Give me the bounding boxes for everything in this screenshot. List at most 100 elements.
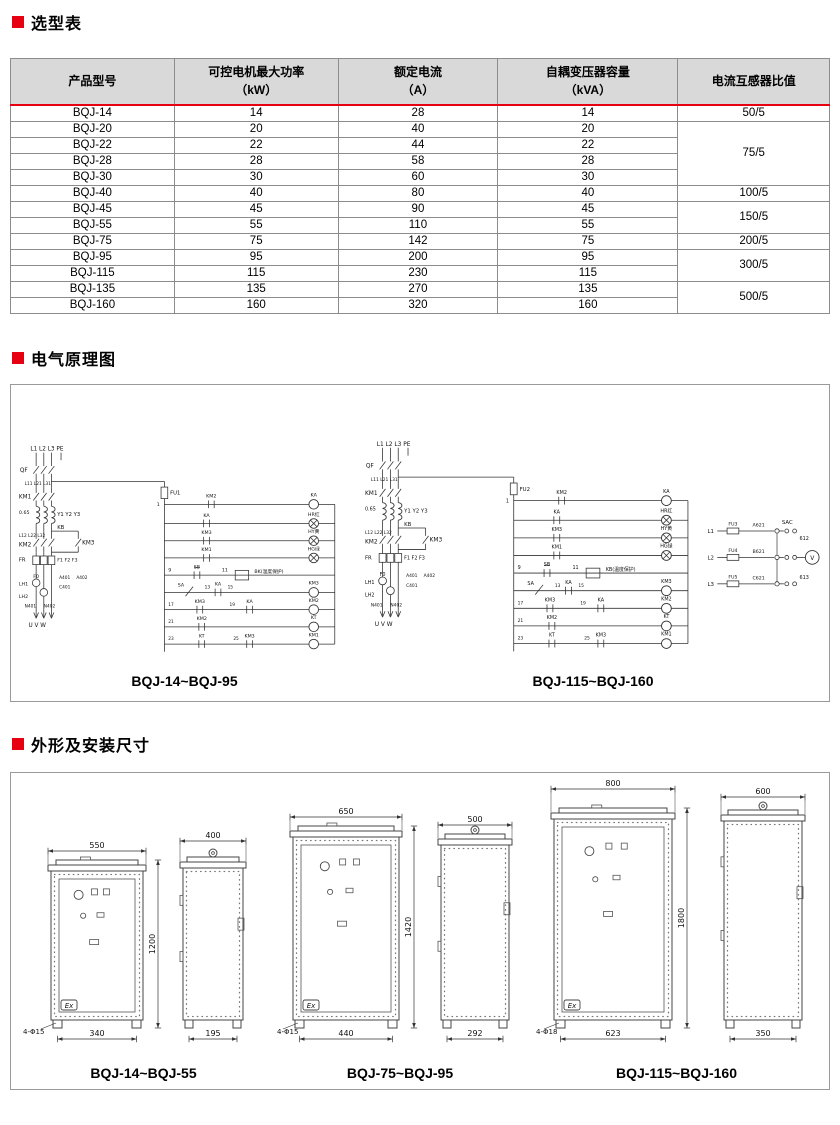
catalog-page: 选型表 产品型号 可控电机最大功率（kW） 额定电流（A） 自耦变压器容量（kV… <box>10 16 830 1090</box>
diagram-label: KM3 <box>244 633 254 639</box>
diagram-label: A402 <box>76 574 87 580</box>
dimension-label: 500 <box>467 815 482 824</box>
diagram-label: L11 L21 L31 <box>371 477 398 483</box>
diagram-label: 9 <box>168 567 171 573</box>
diagram-label: 25 <box>233 636 239 642</box>
diagram-label: HG绿 <box>308 545 320 552</box>
diagram-label: KM1 <box>201 547 211 553</box>
dimension-label: 1200 <box>148 933 157 953</box>
diagram-label: 23 <box>168 636 174 642</box>
diagram-label: HY黄 <box>661 525 673 532</box>
diagram-label: N401 <box>25 603 37 609</box>
diagram-label: KA <box>311 492 318 498</box>
col-header-line: 自耦变压器容量 <box>545 65 630 80</box>
capacity-cell: 75 <box>497 232 679 250</box>
diagram-label: 21 <box>168 619 174 625</box>
section-title-dimensions: 外形及安装尺寸 <box>31 737 151 755</box>
model-cell: BQJ-40 <box>10 184 175 202</box>
ratio-cell: 75/5 <box>677 120 830 186</box>
diagram-label: L2 <box>708 555 714 561</box>
diagram-label: LH2 <box>365 592 374 598</box>
current-cell: 44 <box>337 136 499 154</box>
dimension-label: 600 <box>755 787 770 796</box>
diagram-label: A401 <box>406 572 418 578</box>
section-header-schematic: 电气原理图 <box>12 346 830 370</box>
capacity-cell: 20 <box>497 120 679 138</box>
diagram-label: LH1 <box>19 581 28 587</box>
diagram-label: 11 <box>222 567 228 573</box>
diagram-label: N401 <box>371 602 383 608</box>
diagram-label: U V W <box>375 621 393 627</box>
diagram-label: KM1 <box>19 494 32 500</box>
ratio-cell: 150/5 <box>677 200 830 234</box>
schematic-caption: BQJ-115~BQJ-160 <box>532 672 654 689</box>
power-cell: 30 <box>173 168 339 186</box>
power-cell: 20 <box>173 120 339 138</box>
diagram-label: 17 <box>168 601 174 607</box>
diagram-label: KB <box>57 525 64 531</box>
diagram-label: KT <box>549 632 555 638</box>
dimension-label: 623 <box>605 1029 620 1038</box>
selection-table: 产品型号 可控电机最大功率（kW） 额定电流（A） 自耦变压器容量（kVA） 电… <box>10 58 830 314</box>
diagram-label: L1 L2 L3 PE <box>377 441 411 447</box>
col-header-capacity: 自耦变压器容量（kVA） <box>497 58 679 106</box>
current-cell: 28 <box>337 104 499 122</box>
ratio-cell: 500/5 <box>677 280 830 314</box>
diagram-label: KM3 <box>82 540 95 546</box>
header-row: 产品型号 可控电机最大功率（kW） 额定电流（A） 自耦变压器容量（kVA） 电… <box>10 58 830 106</box>
dimension-label: 1800 <box>677 907 686 927</box>
diagram-label: KM1 <box>552 544 563 550</box>
diagram-label: FU2 <box>520 486 530 492</box>
col-header-ct-ratio: 电流互感器比值 <box>677 58 830 106</box>
model-cell: BQJ-135 <box>10 280 175 298</box>
capacity-cell: 115 <box>497 264 679 282</box>
mounting-holes-label: 4-Φ15 <box>23 1028 44 1036</box>
ex-marking: Ex <box>65 1001 74 1009</box>
capacity-cell: 14 <box>497 104 679 122</box>
model-cell: BQJ-22 <box>10 136 175 154</box>
diagram-label: 21 <box>518 618 524 624</box>
diagram-label: HR红 <box>660 507 672 514</box>
dimension-label: 350 <box>755 1029 770 1038</box>
capacity-cell: 45 <box>497 200 679 218</box>
current-cell: 60 <box>337 168 499 186</box>
dimension-label: 195 <box>205 1029 220 1038</box>
diagram-label: 1 <box>157 502 160 508</box>
mounting-holes-label: 4-Φ15 <box>277 1028 298 1036</box>
col-header-model: 产品型号 <box>10 58 175 106</box>
section-bullet-icon <box>12 16 24 28</box>
diagram-label: U V W <box>28 622 46 628</box>
col-header-power: 可控电机最大功率（kW） <box>173 58 339 106</box>
cabinet-caption: BQJ-14~BQJ-55 <box>90 1064 197 1081</box>
diagram-label: KM3 <box>201 530 211 536</box>
current-cell: 40 <box>337 120 499 138</box>
section-bullet-icon <box>12 351 24 364</box>
current-cell: 200 <box>337 248 499 266</box>
diagram-label: LH1 <box>365 579 374 585</box>
diagram-label: 0.65 <box>19 509 30 515</box>
diagram-label: KM3 <box>309 580 319 586</box>
capacity-cell: 22 <box>497 136 679 154</box>
model-cell: BQJ-45 <box>10 200 175 218</box>
power-cell: 160 <box>173 296 339 314</box>
diagram-label: KM2 <box>206 493 216 499</box>
diagram-label: 11 <box>572 565 578 571</box>
section-title-schematic: 电气原理图 <box>31 351 117 369</box>
diagram-label: KM3 <box>195 598 205 604</box>
diagram-label: L1 <box>708 528 714 534</box>
